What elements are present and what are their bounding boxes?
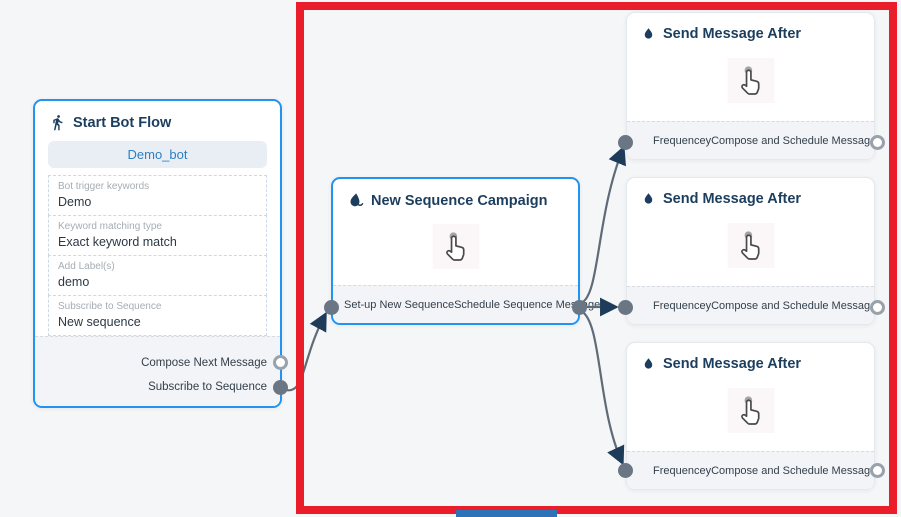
edge-start-to-campaign [281, 311, 327, 392]
field-subscribe-to-sequence[interactable]: Subscribe to Sequence New sequence [48, 295, 267, 336]
bot-name-button[interactable]: Demo_bot [48, 141, 267, 168]
port-label-compose-and-schedule-message: Compose and Schedule Message [711, 134, 877, 147]
field-keyword-matching-type[interactable]: Keyword matching type Exact keyword matc… [48, 215, 267, 256]
node-title: New Sequence Campaign [371, 192, 548, 209]
port-compose-schedule-3[interactable] [870, 463, 885, 478]
field-list: Bot trigger keywords Demo Keyword matchi… [48, 175, 267, 336]
node-output-footer: Frequencey Compose and Schedule Message [627, 286, 877, 324]
edge-campaign-to-send1 [580, 145, 626, 305]
node-header: Send Message After [627, 13, 874, 48]
node-output-footer: Compose Next Message Subscribe to Sequen… [35, 336, 280, 406]
hand-cursor-icon[interactable] [727, 223, 774, 268]
field-bot-trigger-keywords[interactable]: Bot trigger keywords Demo [48, 175, 267, 216]
node-new-sequence-campaign[interactable]: New Sequence Campaign Set-up New Sequenc… [331, 177, 600, 325]
node-title: Send Message After [663, 26, 802, 42]
node-header: Start Bot Flow [35, 101, 280, 137]
node-header: Send Message After [627, 178, 874, 213]
node-title: Send Message After [663, 356, 802, 372]
port-compose-next-message[interactable] [273, 355, 288, 370]
port-label-frequencey: Frequencey [653, 299, 712, 312]
node-send-message-after-3[interactable]: Send Message After Frequencey Compose an… [626, 342, 877, 490]
port-frequencey-1[interactable] [618, 135, 633, 150]
hand-cursor-icon[interactable] [727, 58, 774, 103]
port-subscribe-to-sequence[interactable] [273, 380, 288, 395]
port-label-compose-and-schedule-message: Compose and Schedule Message [711, 299, 877, 312]
port-label-compose-and-schedule-message: Compose and Schedule Message [711, 464, 877, 477]
field-add-labels[interactable]: Add Label(s) demo [48, 255, 267, 296]
port-compose-schedule-2[interactable] [870, 300, 885, 315]
walking-person-icon [53, 115, 63, 131]
port-schedule-sequence-message[interactable] [572, 300, 587, 315]
node-title: Send Message After [663, 191, 802, 207]
port-frequencey-2[interactable] [618, 300, 633, 315]
node-header: Send Message After [627, 343, 874, 378]
node-start-bot-flow[interactable]: Start Bot Flow Demo_bot Bot trigger keyw… [33, 99, 282, 408]
node-output-footer: Frequencey Compose and Schedule Message [627, 121, 877, 159]
node-send-message-after-1[interactable]: Send Message After Frequencey Compose an… [626, 12, 877, 160]
node-header: New Sequence Campaign [333, 179, 578, 215]
port-setup-new-sequence[interactable] [324, 300, 339, 315]
ink-drop-icon [350, 193, 364, 207]
output-subscribe-to-sequence: Subscribe to Sequence [148, 381, 267, 393]
water-drop-icon [644, 193, 653, 204]
water-drop-icon [644, 28, 653, 39]
port-label-schedule-sequence-message: Schedule Sequence Message [454, 298, 601, 311]
port-label-frequencey: Frequencey [653, 464, 712, 477]
port-label-setup-new-sequence: Set-up New Sequence [344, 298, 455, 311]
hand-cursor-icon[interactable] [432, 224, 479, 269]
water-drop-icon [644, 358, 653, 369]
node-output-footer: Set-up New Sequence Schedule Sequence Me… [333, 285, 600, 323]
hand-cursor-icon[interactable] [727, 388, 774, 433]
port-frequencey-3[interactable] [618, 463, 633, 478]
edge-campaign-to-send3 [580, 310, 625, 466]
port-compose-schedule-1[interactable] [870, 135, 885, 150]
port-label-frequencey: Frequencey [653, 134, 712, 147]
node-send-message-after-2[interactable]: Send Message After Frequencey Compose an… [626, 177, 877, 325]
node-title: Start Bot Flow [73, 114, 172, 131]
output-compose-next-message: Compose Next Message [141, 357, 267, 369]
node-output-footer: Frequencey Compose and Schedule Message [627, 451, 877, 489]
bottom-blue-scrollbar[interactable] [456, 510, 557, 517]
